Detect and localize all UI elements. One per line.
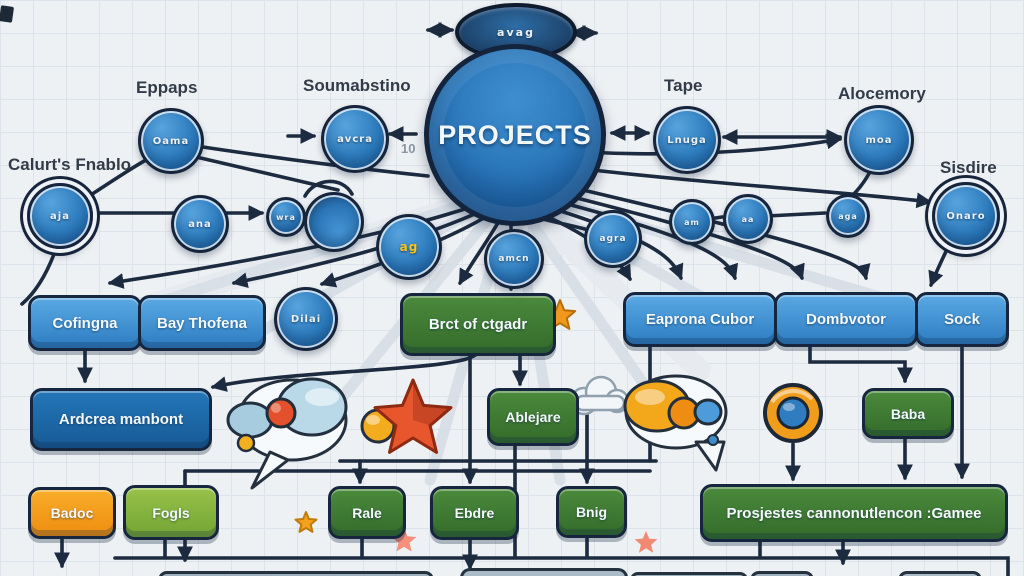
- partial-box-top: [630, 572, 748, 576]
- node-circle-dilai: Dilai: [274, 287, 338, 351]
- node-circle-ag: ag: [376, 214, 442, 280]
- node-circle-eppaps: Oama: [138, 108, 204, 174]
- node-circle-tape: Lnuga: [653, 106, 721, 174]
- speech-bubbles-icon: [226, 377, 348, 490]
- node-circle-center-right: agra: [584, 210, 642, 268]
- node-circle-left-mid: ana: [171, 195, 229, 253]
- cloud-icon: [569, 375, 630, 416]
- node-box-bay-thofena: Bay Thofena: [138, 295, 266, 351]
- node-box-bnig: Bnig: [556, 486, 627, 538]
- node-circle-right-b: aa: [723, 194, 773, 244]
- partial-box-top: [898, 571, 982, 576]
- partial-box-top: [750, 571, 814, 576]
- label-soumabstino: Soumabstino: [303, 76, 411, 95]
- node-circle-alocemory: moa: [844, 105, 914, 175]
- node-circle-calurts: aja: [27, 183, 93, 249]
- node-circle-soumabstino: avcra: [321, 105, 389, 173]
- orange-star-icon: [294, 511, 318, 533]
- projects-title: PROJECTS: [438, 119, 592, 150]
- salmon-star-icon: [634, 531, 658, 553]
- label-eppaps: Eppaps: [136, 78, 198, 97]
- grid-number-label: 10: [401, 141, 416, 156]
- node-box-ablejare: Ablejare: [487, 388, 579, 446]
- corner-mark: [0, 5, 15, 23]
- node-box-fogls: Fogls: [123, 485, 219, 540]
- node-box-cofingna: Cofingna: [28, 295, 142, 351]
- node-box-eaprona: Eaprona Cubor: [623, 292, 777, 347]
- small-stars: [294, 511, 658, 553]
- red-star-icon: [373, 378, 453, 454]
- node-box-dombvotor: Dombvotor: [774, 292, 918, 347]
- node-circle-left-small: wra: [266, 197, 306, 237]
- node-circle-plain: [304, 192, 364, 252]
- partial-box-top: [460, 568, 628, 576]
- node-box-badoc: Badoc: [28, 487, 116, 539]
- node-box-ardcrea: Ardcrea manbont: [30, 388, 212, 451]
- node-circle-center-low: amcn: [484, 229, 544, 289]
- node-projects: PROJECTS: [424, 44, 606, 226]
- node-box-prosjestes: Prosjestes cannonutlencon :Gamee: [700, 484, 1008, 542]
- label-sisdire: Sisdire: [940, 158, 997, 177]
- label-calurts-fnablo: Calurt's Fnablo: [8, 155, 132, 174]
- label-tape: Tape: [664, 76, 703, 95]
- label-alocemory: Alocemory: [838, 84, 926, 103]
- partial-box-top: [158, 571, 434, 576]
- node-circle-sisdire: Onaro: [932, 182, 1000, 250]
- speech-bubbles-yellow-icon: [623, 374, 728, 472]
- node-box-ebdre: Ebdre: [430, 486, 519, 540]
- node-box-rale: Rale: [328, 486, 406, 539]
- salmon-star-icon: [391, 528, 417, 552]
- node-box-baba: Baba: [862, 388, 954, 439]
- node-box-brct: Brct of ctgadr: [400, 293, 556, 356]
- node-circle-right-c: aga: [826, 194, 870, 238]
- node-circle-right-a: am: [669, 199, 715, 245]
- target-icon: [763, 383, 823, 443]
- node-box-sock: Sock: [915, 292, 1009, 347]
